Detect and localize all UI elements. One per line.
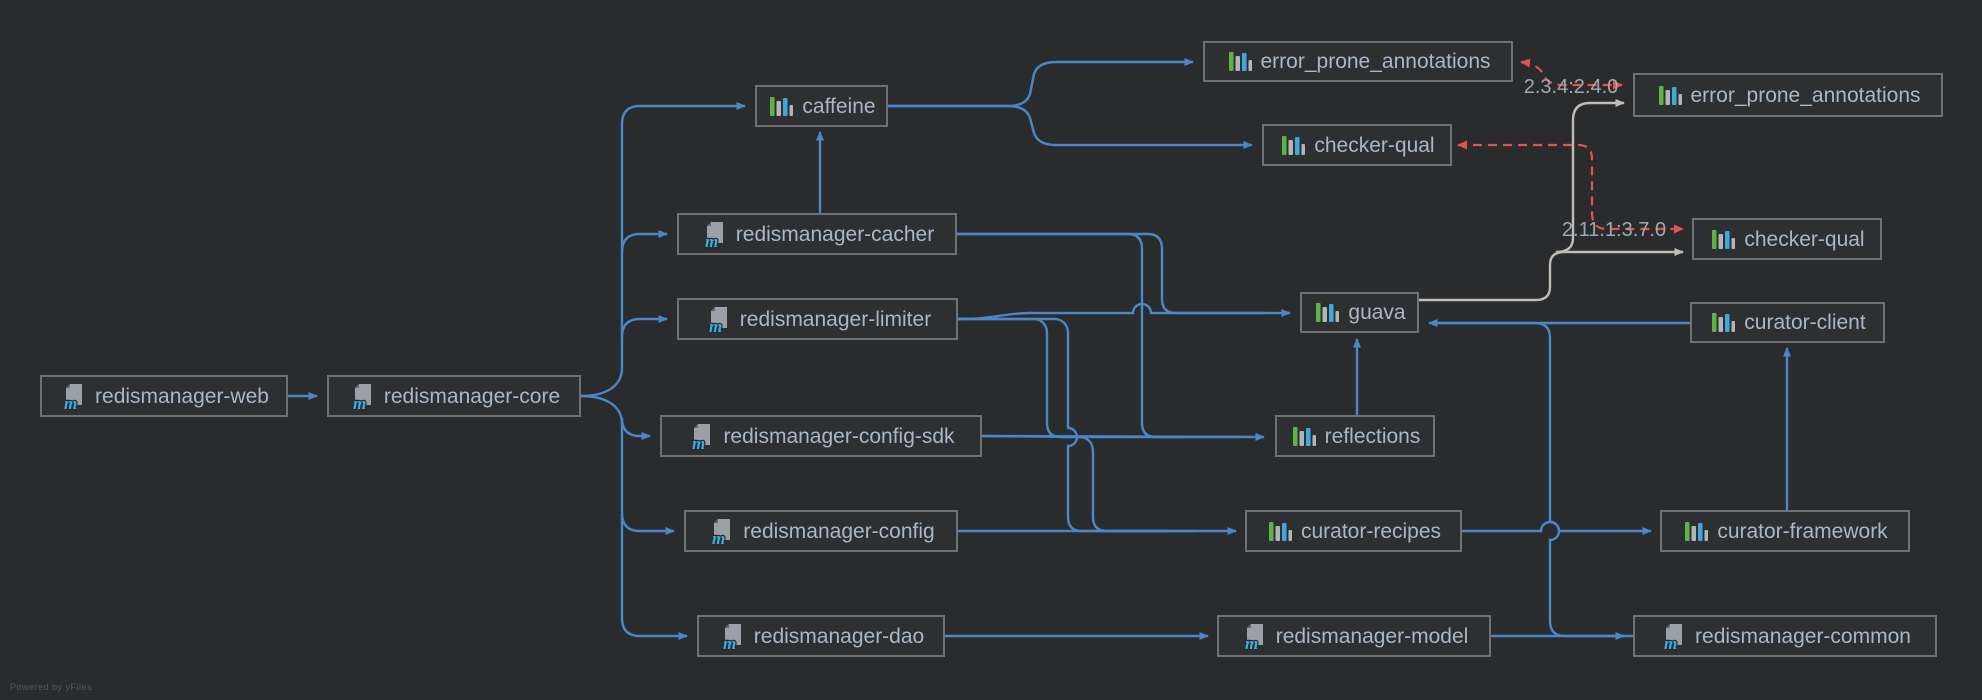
edge-limiter-guava[interactable] <box>957 302 1291 321</box>
node-label: caffeine <box>802 94 876 118</box>
edge-core-config-sdk[interactable] <box>620 417 651 440</box>
node-redismanager-web[interactable]: m redismanager-web <box>40 375 288 417</box>
node-label: curator-recipes <box>1300 519 1442 543</box>
maven-module-icon: m <box>63 383 83 411</box>
svg-text:m: m <box>712 529 725 546</box>
maven-module-icon: m <box>722 623 741 651</box>
svg-text:m: m <box>1245 634 1258 651</box>
maven-module-icon: m <box>704 221 723 249</box>
node-label: checker-qual <box>1744 227 1865 251</box>
edge-cacher-reflections[interactable] <box>957 232 1240 439</box>
library-icon <box>1316 303 1340 322</box>
conflict-version-label-error-prone: 2.3.4:2.4.0 <box>1523 76 1619 98</box>
maven-module-icon: m <box>352 383 371 411</box>
node-label: redismanager-limiter <box>739 307 932 331</box>
node-checker-qual-2[interactable]: checker-qual <box>1692 218 1882 260</box>
node-label: redismanager-dao <box>753 624 925 648</box>
node-reflections[interactable]: reflections <box>1275 415 1435 457</box>
node-label: redismanager-cacher <box>735 222 935 246</box>
node-label: curator-client <box>1744 311 1866 334</box>
edge-core-config[interactable] <box>620 512 675 535</box>
edge-config-sdk-recipes[interactable] <box>981 434 1195 533</box>
edge-caffeine-error-prone-1[interactable] <box>888 58 1194 108</box>
node-error-prone-annotations-1[interactable]: error_prone_annotations <box>1203 41 1513 82</box>
yfiles-watermark: Powered by yFiles <box>10 682 93 692</box>
library-icon <box>1712 313 1736 332</box>
node-redismanager-common[interactable]: m redismanager-common <box>1633 615 1937 657</box>
svg-text:m: m <box>64 394 77 411</box>
node-label: error_prone_annotations <box>1260 50 1491 73</box>
svg-text:m: m <box>709 317 722 334</box>
node-redismanager-model[interactable]: m redismanager-model <box>1217 615 1491 657</box>
node-label: error_prone_annotations <box>1690 83 1921 107</box>
edge-caffeine-checker-qual-1[interactable] <box>888 104 1253 149</box>
edge-common-guava[interactable] <box>1437 321 1633 638</box>
svg-text:m: m <box>692 434 705 451</box>
library-icon <box>770 96 794 116</box>
node-redismanager-cacher[interactable]: m redismanager-cacher <box>677 213 957 255</box>
node-redismanager-core[interactable]: m redismanager-core <box>327 375 581 417</box>
node-label: redismanager-model <box>1275 624 1469 648</box>
node-curator-framework[interactable]: curator-framework <box>1660 510 1910 552</box>
node-redismanager-config-sdk[interactable]: m redismanager-config-sdk <box>660 415 982 457</box>
edge-core-cacher[interactable] <box>620 230 668 253</box>
node-label: redismanager-common <box>1695 624 1911 648</box>
library-icon <box>1228 52 1252 71</box>
node-curator-client[interactable]: curator-client <box>1690 302 1885 343</box>
node-guava[interactable]: guava <box>1300 292 1419 333</box>
library-icon <box>1292 426 1316 446</box>
edge-conflict-checker-qual[interactable] <box>1457 140 1684 234</box>
svg-text:m: m <box>723 634 736 651</box>
node-label: redismanager-config-sdk <box>723 424 955 448</box>
library-icon <box>1658 85 1682 105</box>
node-label: checker-qual <box>1314 133 1435 157</box>
conflict-version-label-checker-qual: 2.11.1:3.7.0 <box>1561 219 1667 241</box>
svg-text:m: m <box>1664 634 1677 651</box>
maven-module-icon: m <box>1243 623 1263 651</box>
edge-limiter-reflections[interactable] <box>958 317 1190 439</box>
node-curator-recipes[interactable]: curator-recipes <box>1245 510 1462 552</box>
edge-guava-error-prone-2[interactable] <box>1555 99 1625 254</box>
svg-text:m: m <box>353 394 366 411</box>
node-label: redismanager-core <box>383 384 561 408</box>
node-label: redismanager-web <box>95 384 269 408</box>
library-icon <box>1268 521 1292 541</box>
node-label: redismanager-config <box>743 519 935 543</box>
edge-guava-checker-qual-2[interactable] <box>1419 248 1684 302</box>
library-icon <box>1282 135 1306 155</box>
maven-module-icon: m <box>711 518 731 546</box>
node-label: reflections <box>1324 424 1421 448</box>
maven-module-icon: m <box>1663 623 1683 651</box>
edge-core-limiter[interactable] <box>620 315 668 338</box>
node-label: curator-framework <box>1717 519 1888 543</box>
node-redismanager-limiter[interactable]: m redismanager-limiter <box>677 298 958 340</box>
node-redismanager-dao[interactable]: m redismanager-dao <box>697 615 945 657</box>
library-icon <box>1712 229 1736 249</box>
edge-core-dao[interactable] <box>580 394 688 640</box>
maven-module-icon: m <box>708 306 727 334</box>
svg-text:m: m <box>705 232 718 249</box>
node-error-prone-annotations-2[interactable]: error_prone_annotations <box>1633 73 1943 117</box>
node-caffeine[interactable]: caffeine <box>755 85 888 127</box>
edge-cacher-guava[interactable] <box>957 232 1265 315</box>
edge-recipes-framework[interactable] <box>1462 520 1652 535</box>
maven-module-icon: m <box>691 423 711 451</box>
node-checker-qual-1[interactable]: checker-qual <box>1262 124 1452 166</box>
node-redismanager-config[interactable]: m redismanager-config <box>684 510 958 552</box>
edge-core-caffeine[interactable] <box>580 102 746 398</box>
library-icon <box>1685 521 1709 541</box>
edge-limiter-recipes[interactable] <box>958 317 1170 533</box>
node-label: guava <box>1348 301 1406 324</box>
